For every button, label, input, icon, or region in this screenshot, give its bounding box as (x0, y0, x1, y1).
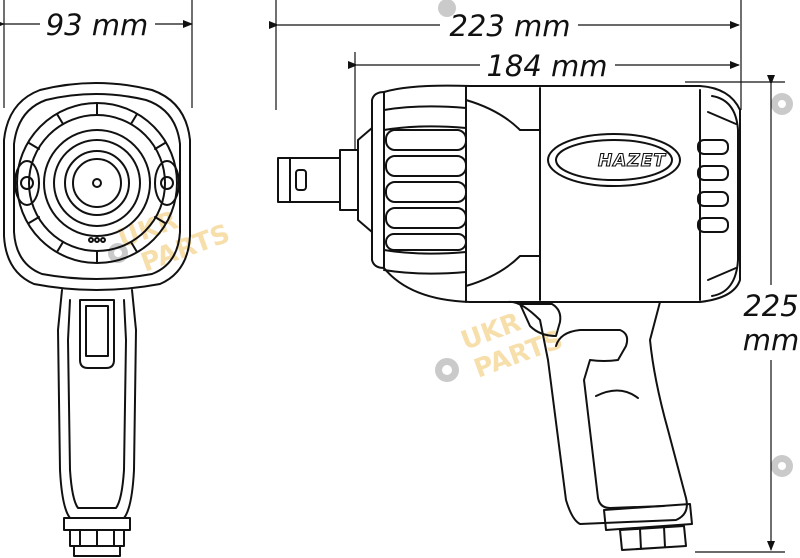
side-housing (383, 84, 741, 303)
front-housing-inner (13, 93, 181, 280)
side-fins (383, 85, 541, 303)
front-side-lugs (14, 160, 180, 206)
dim-label-total-length: 223 mm (449, 9, 570, 43)
dimension-height: 225 mm (685, 75, 800, 553)
dim-label-body-length: 184 mm (486, 49, 607, 83)
side-logo-badge: HAZET (547, 133, 681, 187)
brand-logo: HAZET (598, 151, 666, 171)
front-trigger-inner (85, 305, 109, 357)
dimension-body-length: 184 mm (348, 49, 740, 150)
side-handle-inner (555, 329, 665, 509)
dim-label-front-width: 93 mm (46, 8, 149, 42)
side-nose-ring (357, 91, 385, 269)
front-dots (88, 237, 106, 243)
dim-label-height-unit: mm (743, 323, 800, 357)
side-view: HAZET (277, 84, 741, 551)
side-air-inlet (603, 503, 693, 551)
dimension-front-width: 93 mm (0, 0, 193, 108)
side-trigger (519, 303, 562, 337)
front-air-fitting (63, 517, 131, 557)
side-handle-rib (595, 389, 639, 399)
watermark: UKR PARTS UKR PARTS (108, 0, 793, 477)
front-ring-segments (16, 102, 178, 264)
watermark-gear-icon (108, 0, 793, 477)
front-nose (43, 129, 151, 237)
dim-label-height-value: 225 (743, 289, 798, 323)
dimension-total-length: 223 mm (269, 0, 742, 110)
side-rear-end (697, 89, 739, 301)
side-handle (507, 300, 688, 525)
front-housing-outer (3, 82, 191, 291)
front-grip-inner (67, 299, 127, 509)
side-square-drive (277, 149, 359, 211)
front-view (3, 82, 191, 557)
front-trigger (79, 299, 115, 369)
